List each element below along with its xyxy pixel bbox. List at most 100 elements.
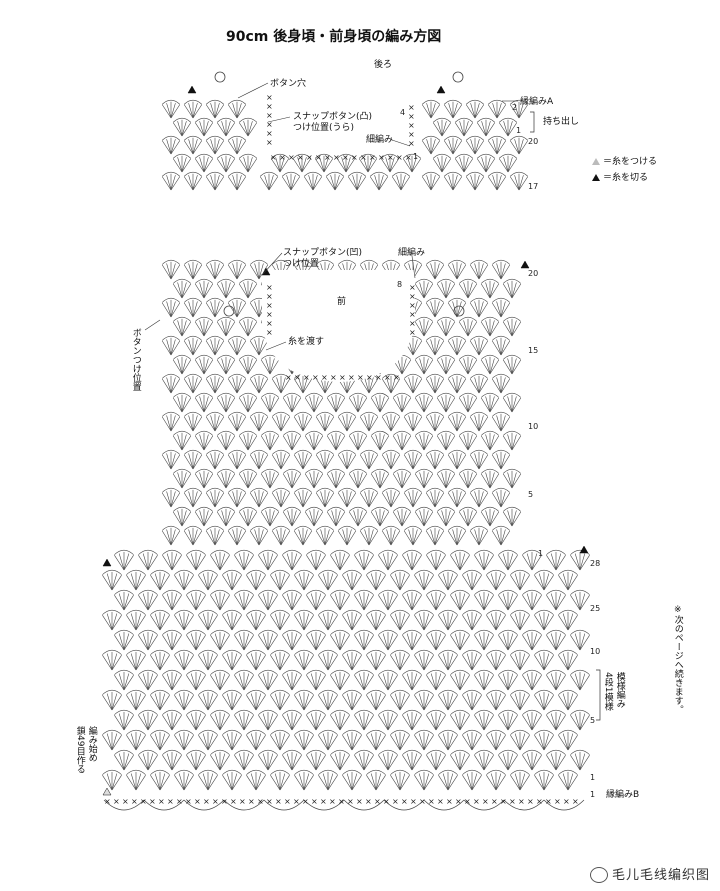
stitch-line <box>430 263 436 280</box>
stitch-line <box>485 158 496 173</box>
stitch-line <box>192 491 198 508</box>
stitch-line <box>411 754 422 771</box>
stitch-line <box>534 694 545 711</box>
row-number: 1 <box>590 790 596 799</box>
stitch-line <box>243 593 250 611</box>
stitch-line <box>315 713 322 731</box>
stitch-line <box>192 530 203 546</box>
stitch-line <box>214 633 221 651</box>
stitch-line <box>172 359 183 375</box>
stitch-line <box>378 594 389 611</box>
stitch-line <box>210 754 221 771</box>
stitch-line <box>126 774 137 791</box>
stitch-line <box>442 653 449 671</box>
stitch-line <box>368 454 379 470</box>
stitch-line <box>236 103 242 119</box>
chain-arc <box>366 569 386 575</box>
stitch-line <box>170 339 176 356</box>
stitch-line <box>471 774 482 791</box>
chain-arc <box>438 649 458 655</box>
chain-arc <box>391 171 411 177</box>
stitch-line <box>166 103 172 119</box>
stitch-line <box>249 340 260 356</box>
stitch-line <box>106 613 113 631</box>
stitch-line <box>335 472 341 489</box>
stitch-line <box>247 434 253 451</box>
stitch-line <box>216 359 227 375</box>
stitch-line <box>304 397 315 413</box>
stitch-line <box>177 510 183 527</box>
stitch-line <box>199 157 205 173</box>
stitch-line <box>390 416 401 432</box>
chain-arc <box>438 609 458 615</box>
stitch-line <box>225 472 231 489</box>
stitch-line <box>476 158 487 173</box>
stitch-line <box>478 492 489 508</box>
stitch-line <box>315 674 326 691</box>
row-number: 25 <box>590 604 601 613</box>
chain-arc <box>436 506 456 512</box>
stitch-line <box>291 554 302 571</box>
stitch-line <box>342 694 353 711</box>
pickup-bracket <box>530 111 535 133</box>
chain-arc <box>303 171 323 177</box>
stitch-line <box>486 734 497 751</box>
chain-arc <box>270 689 290 695</box>
stitch-line <box>406 633 413 651</box>
stitch-line <box>178 573 185 591</box>
stitch-line <box>412 378 423 394</box>
stitch-line <box>195 634 206 651</box>
stitch-line <box>214 416 225 432</box>
stitch-line <box>135 574 146 591</box>
stitch-line <box>135 733 142 751</box>
stitch-line <box>334 753 341 771</box>
stitch-line <box>570 754 581 771</box>
stitch-line <box>181 358 187 375</box>
stitch-line <box>511 472 517 489</box>
label-snap-concave-2: つけ位置 <box>283 259 320 269</box>
stitch-line <box>375 694 386 711</box>
stitch-line <box>294 774 305 791</box>
stitch-line <box>531 673 538 691</box>
single-crochet-mark: × <box>473 797 480 806</box>
stitch-line <box>267 674 278 691</box>
stitch-line <box>207 773 214 791</box>
stitch-line <box>503 157 509 173</box>
stitch-line <box>538 613 545 631</box>
stitch-line <box>214 491 220 508</box>
chain-arc <box>447 525 467 531</box>
stitch-line <box>357 396 363 413</box>
stitch-line <box>379 435 390 451</box>
stitch-line <box>346 573 353 591</box>
chain-arc <box>294 609 314 615</box>
chain-arc <box>174 569 194 575</box>
stitch-line <box>514 175 520 191</box>
stitch-line <box>304 511 315 527</box>
stitch-line <box>454 753 461 771</box>
stitch-line <box>467 282 473 299</box>
chain-arc <box>502 278 522 284</box>
stitch-line <box>267 553 274 571</box>
stitch-line <box>205 104 216 119</box>
stitch-line <box>339 754 350 771</box>
stitch-line <box>454 713 461 731</box>
stitch-line <box>474 491 480 508</box>
stitch-line <box>454 122 465 137</box>
filled-triangle-icon <box>592 174 600 181</box>
chain-arc <box>522 629 542 635</box>
stitch-line <box>302 491 308 508</box>
stitch-line <box>238 122 249 137</box>
chain-arc <box>458 468 478 474</box>
stitch-line <box>478 378 489 394</box>
chain-arc <box>522 749 542 755</box>
stitch-line <box>502 473 513 489</box>
stitch-line <box>301 157 307 173</box>
stitch-line <box>534 574 545 591</box>
chain-arc <box>486 609 506 615</box>
stitch-line <box>342 614 353 631</box>
stitch-line <box>348 511 359 527</box>
chain-arc <box>458 392 478 398</box>
chain-arc <box>306 629 326 635</box>
chain-arc <box>425 373 445 379</box>
stitch-line <box>183 613 190 631</box>
